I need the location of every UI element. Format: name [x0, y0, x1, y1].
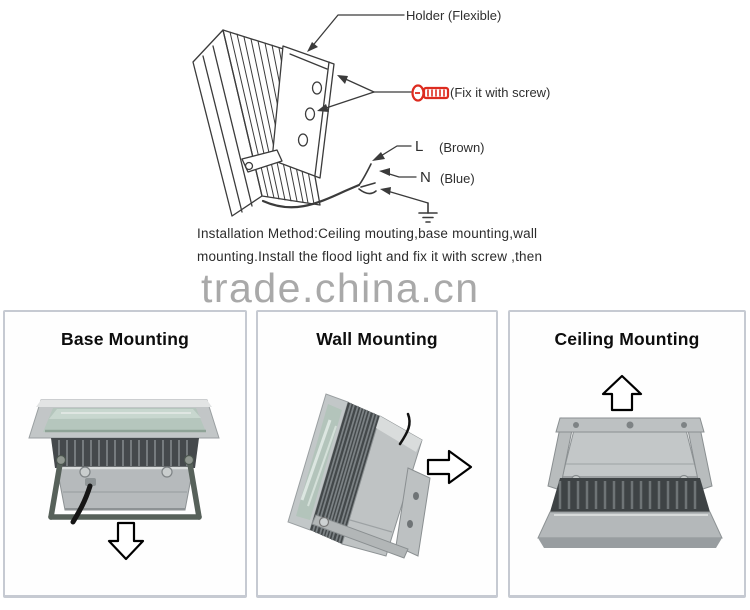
- wire-n-color-label: (Blue): [440, 171, 475, 186]
- up-arrow-icon: [601, 374, 643, 412]
- floodlight-line-drawing: [192, 14, 450, 223]
- ceiling-mounting-photo: [537, 374, 723, 548]
- panel-title-wall: Wall Mounting: [316, 329, 438, 349]
- watermark: trade.china.cn: [201, 265, 480, 311]
- wire-n-label: N: [420, 169, 431, 186]
- screw-icon: [411, 84, 450, 102]
- wire-l-color-label: (Brown): [439, 140, 485, 155]
- panel-ceiling-mounting: Ceiling Mounting: [508, 310, 746, 598]
- wall-mounting-photo: [287, 393, 473, 559]
- ground-symbol-icon: [418, 202, 438, 223]
- holder-label: Holder (Flexible): [406, 8, 502, 23]
- down-arrow-icon: [107, 521, 145, 561]
- screw-label: (Fix it with screw): [450, 85, 551, 100]
- base-mounting-photo: [28, 399, 220, 561]
- installation-text-line1: Installation Method:Ceiling mouting,base…: [197, 226, 538, 241]
- wire-l-label: L: [415, 138, 424, 155]
- panel-wall-mounting: Wall Mounting: [256, 310, 498, 598]
- panel-title-ceiling: Ceiling Mounting: [554, 329, 700, 349]
- leader-arrowheads: [307, 42, 391, 195]
- panel-base-mounting: Base Mounting: [3, 310, 247, 598]
- installation-text-line2: mounting.Install the flood light and fix…: [197, 249, 543, 264]
- right-arrow-icon: [426, 449, 473, 485]
- panel-title-base: Base Mounting: [60, 329, 189, 349]
